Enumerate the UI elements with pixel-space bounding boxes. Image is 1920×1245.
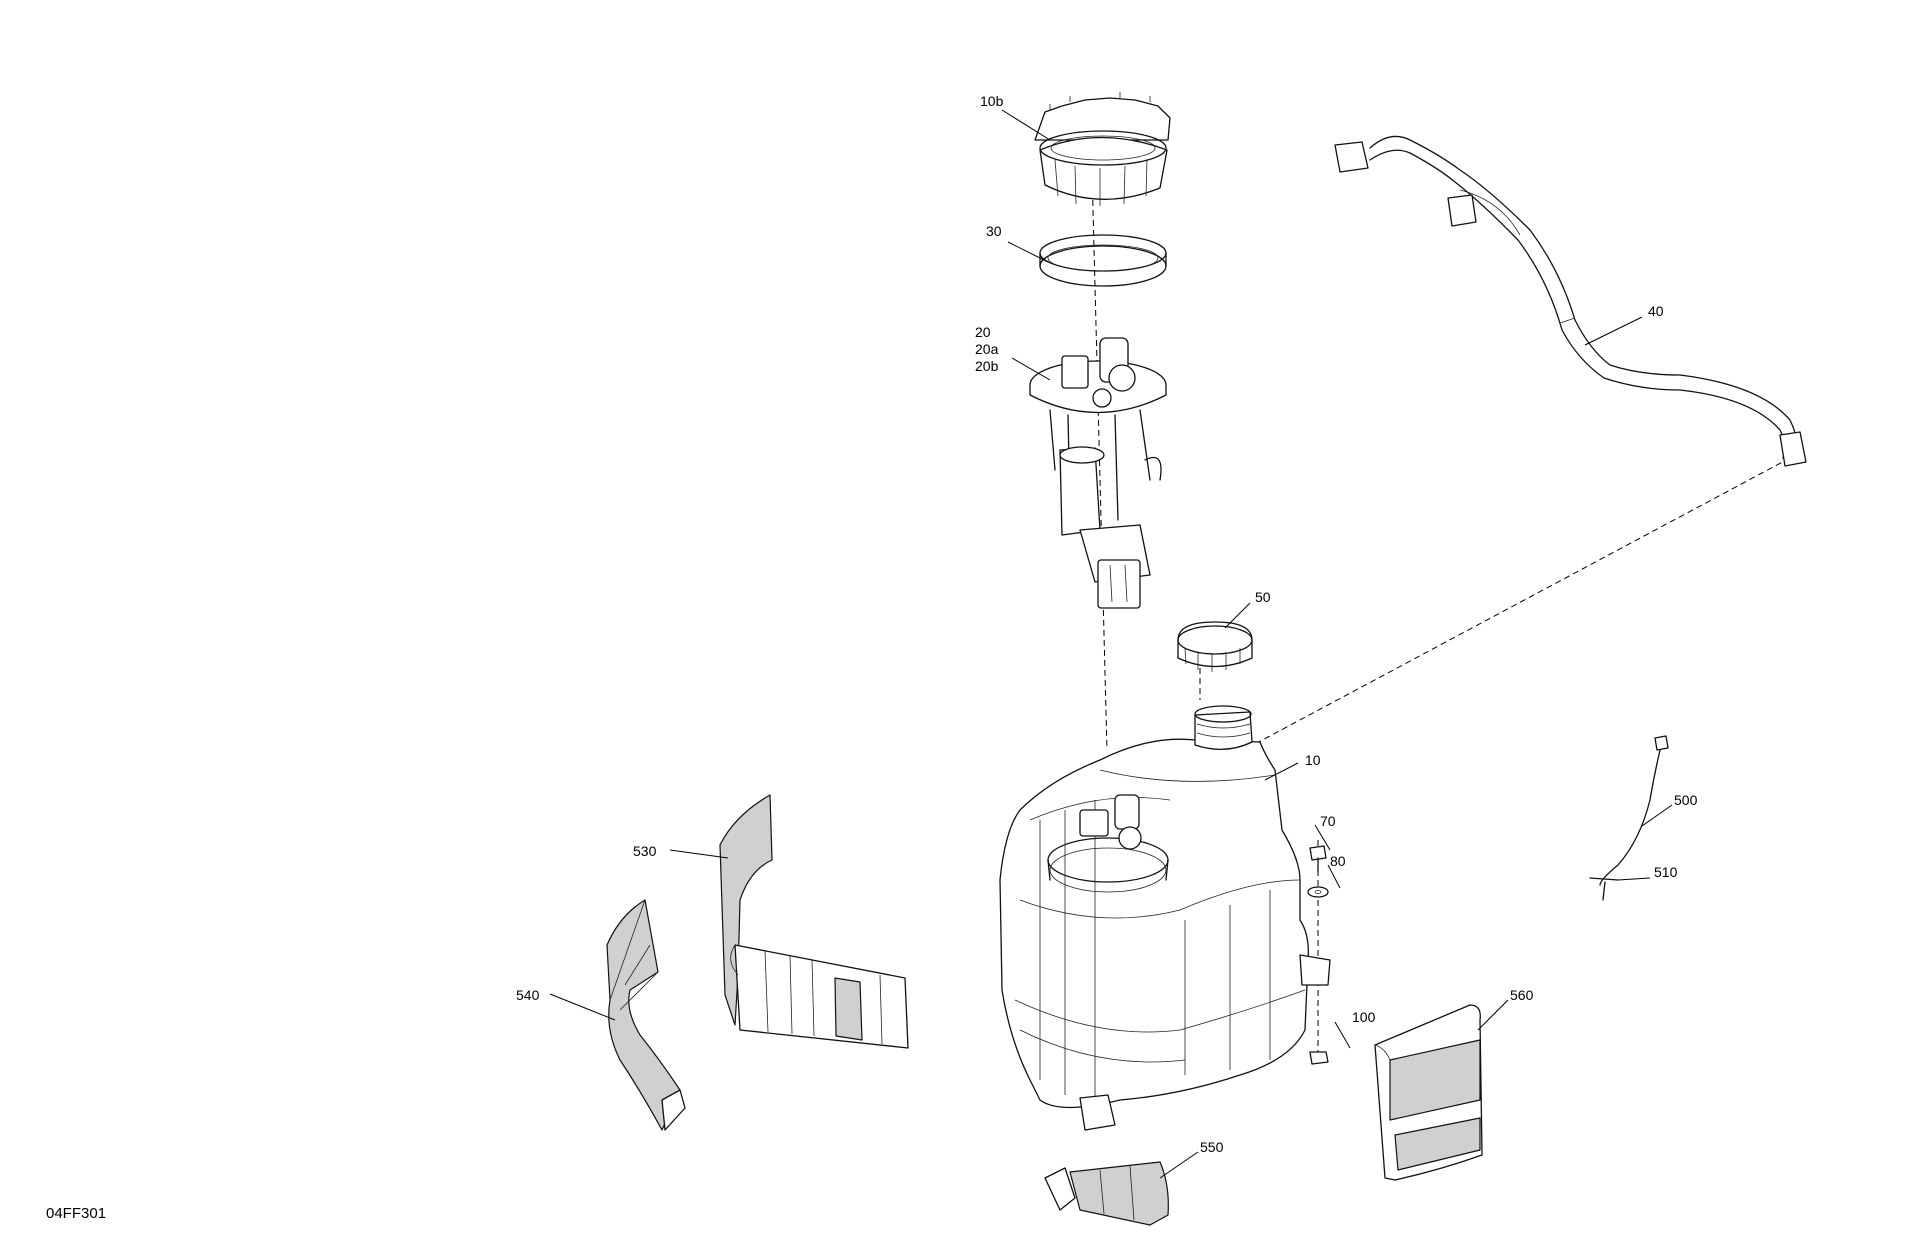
hose-part (1334, 135, 1807, 467)
leader-100 (1334, 1021, 1351, 1049)
cable-tie-part (1589, 877, 1619, 901)
callout-560: 560 (1510, 987, 1534, 1003)
nut-part (1309, 1051, 1329, 1065)
leader-510 (1617, 877, 1651, 881)
callout-20: 20 (975, 324, 991, 340)
fuel-pump-module-part (1029, 337, 1167, 609)
callout-10: 10 (1305, 752, 1321, 768)
callout-20a: 20a (975, 341, 999, 357)
callout-510: 510 (1654, 864, 1678, 880)
fuel-cap-part (1177, 621, 1253, 672)
leader-560 (1477, 999, 1509, 1031)
callout-500: 500 (1674, 792, 1698, 808)
callout-40: 40 (1648, 303, 1664, 319)
heat-shield-560-part (1374, 1004, 1483, 1181)
fuel-tank-part (999, 705, 1331, 1131)
washer-part (1307, 886, 1329, 898)
leader-550 (1159, 1151, 1199, 1179)
heat-shield-530-part (719, 794, 909, 1049)
leader-10b (1001, 109, 1051, 141)
leader-40 (1584, 316, 1643, 346)
heat-shield-540-part (606, 899, 686, 1131)
callout-530: 530 (633, 843, 657, 859)
figure-reference-code: 04FF301 (46, 1205, 107, 1222)
callout-20b: 20b (975, 358, 999, 374)
leader-80 (1327, 864, 1341, 889)
leader-20 (1011, 357, 1051, 381)
callout-10b: 10b (980, 93, 1004, 109)
alignment-line-hose (1224, 457, 1791, 761)
callout-70: 70 (1320, 813, 1336, 829)
bolt-part (1309, 845, 1327, 873)
leader-70 (1314, 824, 1331, 851)
callout-80: 80 (1330, 853, 1346, 869)
callout-100: 100 (1352, 1009, 1376, 1025)
callout-540: 540 (516, 987, 540, 1003)
seal-ring-part (1039, 234, 1167, 287)
heat-shield-550-part (1044, 1161, 1169, 1226)
leader-10 (1264, 762, 1299, 781)
leader-50 (1224, 602, 1251, 629)
callout-30: 30 (986, 223, 1002, 239)
sensor-wire-part (1599, 735, 1669, 886)
leader-530 (669, 849, 729, 859)
callout-550: 550 (1200, 1139, 1224, 1155)
leader-500 (1641, 804, 1673, 827)
leader-540 (549, 993, 616, 1021)
lock-ring-part (1034, 92, 1171, 206)
leader-30 (1007, 241, 1049, 263)
callout-50: 50 (1255, 589, 1271, 605)
